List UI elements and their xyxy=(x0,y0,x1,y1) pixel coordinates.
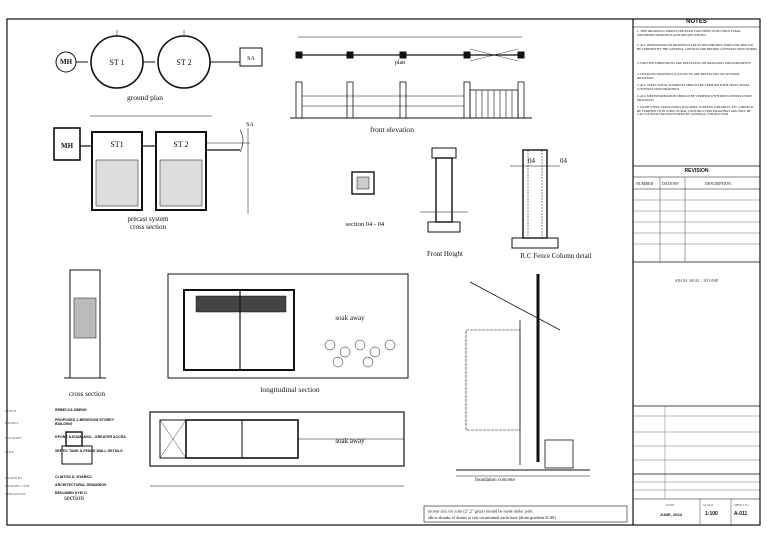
longitudinal-section xyxy=(167,273,409,379)
drawn-key: DRAWN BY xyxy=(5,476,23,480)
revision-col-desc: DESCRIPTION xyxy=(705,181,732,186)
sheet-border xyxy=(6,18,761,526)
scale-value: 1:100 xyxy=(705,511,718,517)
note-item-5: 5. ALL STRUCTURAL ELEMENTS SHOULD BE VER… xyxy=(637,83,750,91)
rc-column-title: R.C Fence Column detail xyxy=(520,252,591,260)
scale-key: SCALE xyxy=(703,503,714,507)
rc-marker-a: 04 xyxy=(528,157,536,165)
checked-key: CHECKED BY xyxy=(5,492,26,496)
fence-plan xyxy=(295,36,525,62)
footnote-box xyxy=(423,505,628,523)
footnote-line-2: allow skunks of drains to rest on minima… xyxy=(428,515,556,520)
note-item-1: 1. THIS DRAWINGS SHOULD BE READ TOGETHER… xyxy=(637,29,742,37)
title-key: TITLE xyxy=(5,450,15,454)
ground-plan-title: ground plan xyxy=(127,93,163,102)
date-value: JUNE, 2024 xyxy=(660,512,682,517)
ps-st1-label: ST1 xyxy=(110,140,123,149)
foundation-label: foundation concrete xyxy=(475,478,516,483)
notes-title: NOTES xyxy=(686,19,707,25)
date-key: DATE xyxy=(666,503,675,507)
ps-st2-label: ST 2 xyxy=(173,140,188,149)
seal-label: ARCH. SEAL / STAMP xyxy=(674,278,719,283)
small-section xyxy=(61,431,93,465)
plan-soak-label: soak away xyxy=(335,437,365,445)
note-item-3: 3. WRITTEN DIMENSIONS ARE PREVALENT ON D… xyxy=(637,61,751,65)
client-key: CLIENT xyxy=(5,409,17,413)
sheet-key: SHEET No. xyxy=(734,503,750,507)
section-04 xyxy=(351,171,375,195)
location-key: LOCATION xyxy=(5,436,22,440)
front-elevation xyxy=(290,81,532,119)
ps-sa-label: SA xyxy=(246,122,254,128)
note-item-6: 6. ALL MEP INFORMATION SHOULD BE VERIFIE… xyxy=(637,94,752,102)
title-value: SEPTIC TANK & FENCE WALL DETAILS xyxy=(55,449,123,453)
ps-mh-label: MH xyxy=(61,142,74,150)
precast-title-2: cross section xyxy=(130,223,166,231)
revision-col-number: NUMBER xyxy=(636,181,654,186)
precast-title-1: precast system xyxy=(127,215,169,223)
front-height-title: Front Height xyxy=(427,250,463,258)
drawing-type-key: DRAWING TYPE xyxy=(5,484,30,488)
bottom-plan xyxy=(149,411,405,487)
gp-st2-label: ST 2 xyxy=(176,58,191,67)
project-key: PROJECT xyxy=(5,421,19,425)
right-panel-frame xyxy=(632,19,760,525)
cross-section xyxy=(64,269,106,379)
front-height xyxy=(420,147,468,233)
rc-column-detail xyxy=(510,149,560,249)
cross-section-title: cross section xyxy=(69,390,105,398)
drawing-type-value: ARCHITECTURAL DRAWINGS xyxy=(55,483,107,487)
client-value: REBECCA OBENG xyxy=(55,408,87,412)
footnote-line-1: mortar mix for joint (2",2" grips) shoul… xyxy=(428,509,533,515)
notes-panel: NOTES 1. THIS DRAWINGS SHOULD BE READ TO… xyxy=(633,19,760,524)
gp-st1-label: ST 1 xyxy=(109,58,124,67)
ground-plan xyxy=(55,30,263,89)
location-value: KPONE KATAMANSO - GREATER ACCRA xyxy=(55,435,126,439)
note-item-7: 7. LIGHT STEEL STRUCTURES (FACADES, SCRE… xyxy=(637,105,754,117)
longitudinal-title: longitudinal section xyxy=(260,385,320,394)
longitudinal-soak-label: soak away xyxy=(335,314,365,322)
rc-marker-b: 04 xyxy=(560,157,568,165)
manhole-detail xyxy=(456,274,590,477)
checked-value: BENJAMIN KYEI D. xyxy=(55,491,88,495)
drawn-value: CLINTON D. NYARKO xyxy=(55,475,92,479)
precast-section xyxy=(53,115,250,214)
revision-title: REVISION xyxy=(684,168,709,174)
note-item-2: 2. ALL DIMENSIONS ON DRAWINGS ARE IN MIL… xyxy=(637,43,757,51)
plan-title: plan xyxy=(395,60,405,66)
gp-sa-label: SA xyxy=(247,56,255,62)
revision-col-date: DATE/BY xyxy=(662,181,679,186)
sheet-value: A-011 xyxy=(734,511,748,517)
front-elevation-title: front elevation xyxy=(370,125,414,134)
note-item-4: 4. DETAILED DRAWINGS (CALLOUTS) ARE PREV… xyxy=(637,72,740,80)
gp-mh-label: MH xyxy=(60,58,73,66)
small-section-title: section xyxy=(64,494,84,502)
section-04-title: section 04 - 04 xyxy=(346,221,385,228)
project-value: PROPOSED 2-BEDROOM STOREY BUILDING xyxy=(55,418,114,427)
